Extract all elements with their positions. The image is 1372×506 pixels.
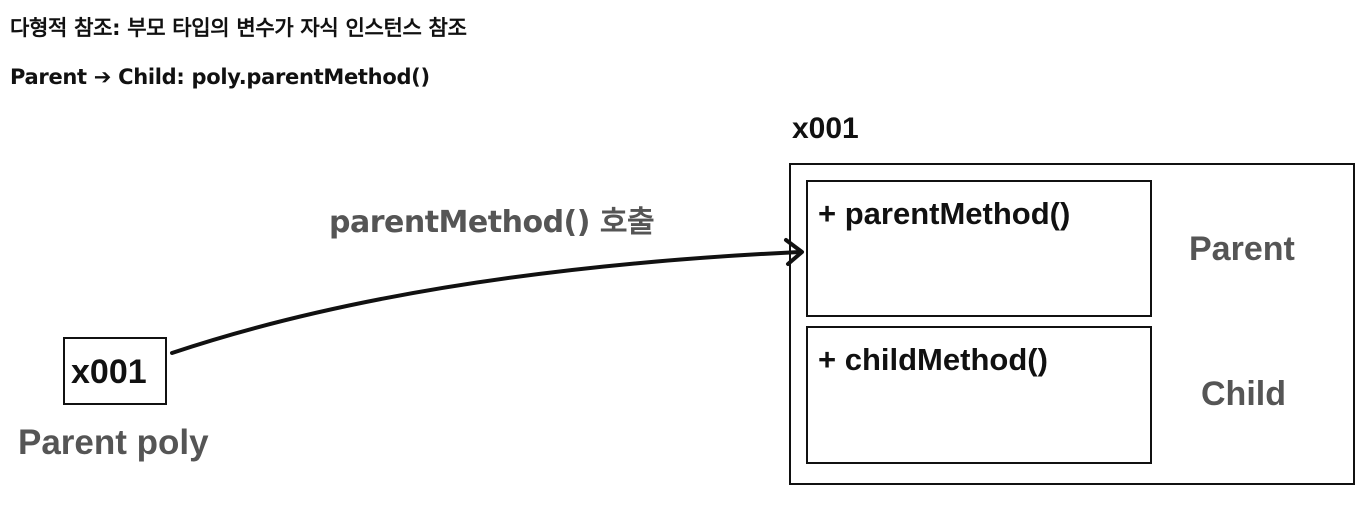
call-label: parentMethod() 호출 xyxy=(329,205,655,240)
child-method-label: + childMethod() xyxy=(818,342,1048,377)
diagram-title: 다형적 참조: 부모 타입의 변수가 자식 인스턴스 참조 xyxy=(10,16,467,40)
child-class-name: Child xyxy=(1201,375,1286,413)
diagram-subtitle: Parent ➔ Child: poly.parentMethod() xyxy=(10,65,430,89)
variable-name: Parent poly xyxy=(18,423,209,462)
variable-value: x001 xyxy=(71,353,147,391)
parent-section-box: + parentMethod() xyxy=(806,180,1152,317)
variable-box: x001 xyxy=(63,337,167,405)
parent-class-name: Parent xyxy=(1189,230,1295,268)
parent-method-label: + parentMethod() xyxy=(818,196,1071,231)
child-section-box: + childMethod() xyxy=(806,326,1152,464)
reference-arrow-line xyxy=(170,250,802,355)
instance-address: x001 xyxy=(792,112,859,145)
